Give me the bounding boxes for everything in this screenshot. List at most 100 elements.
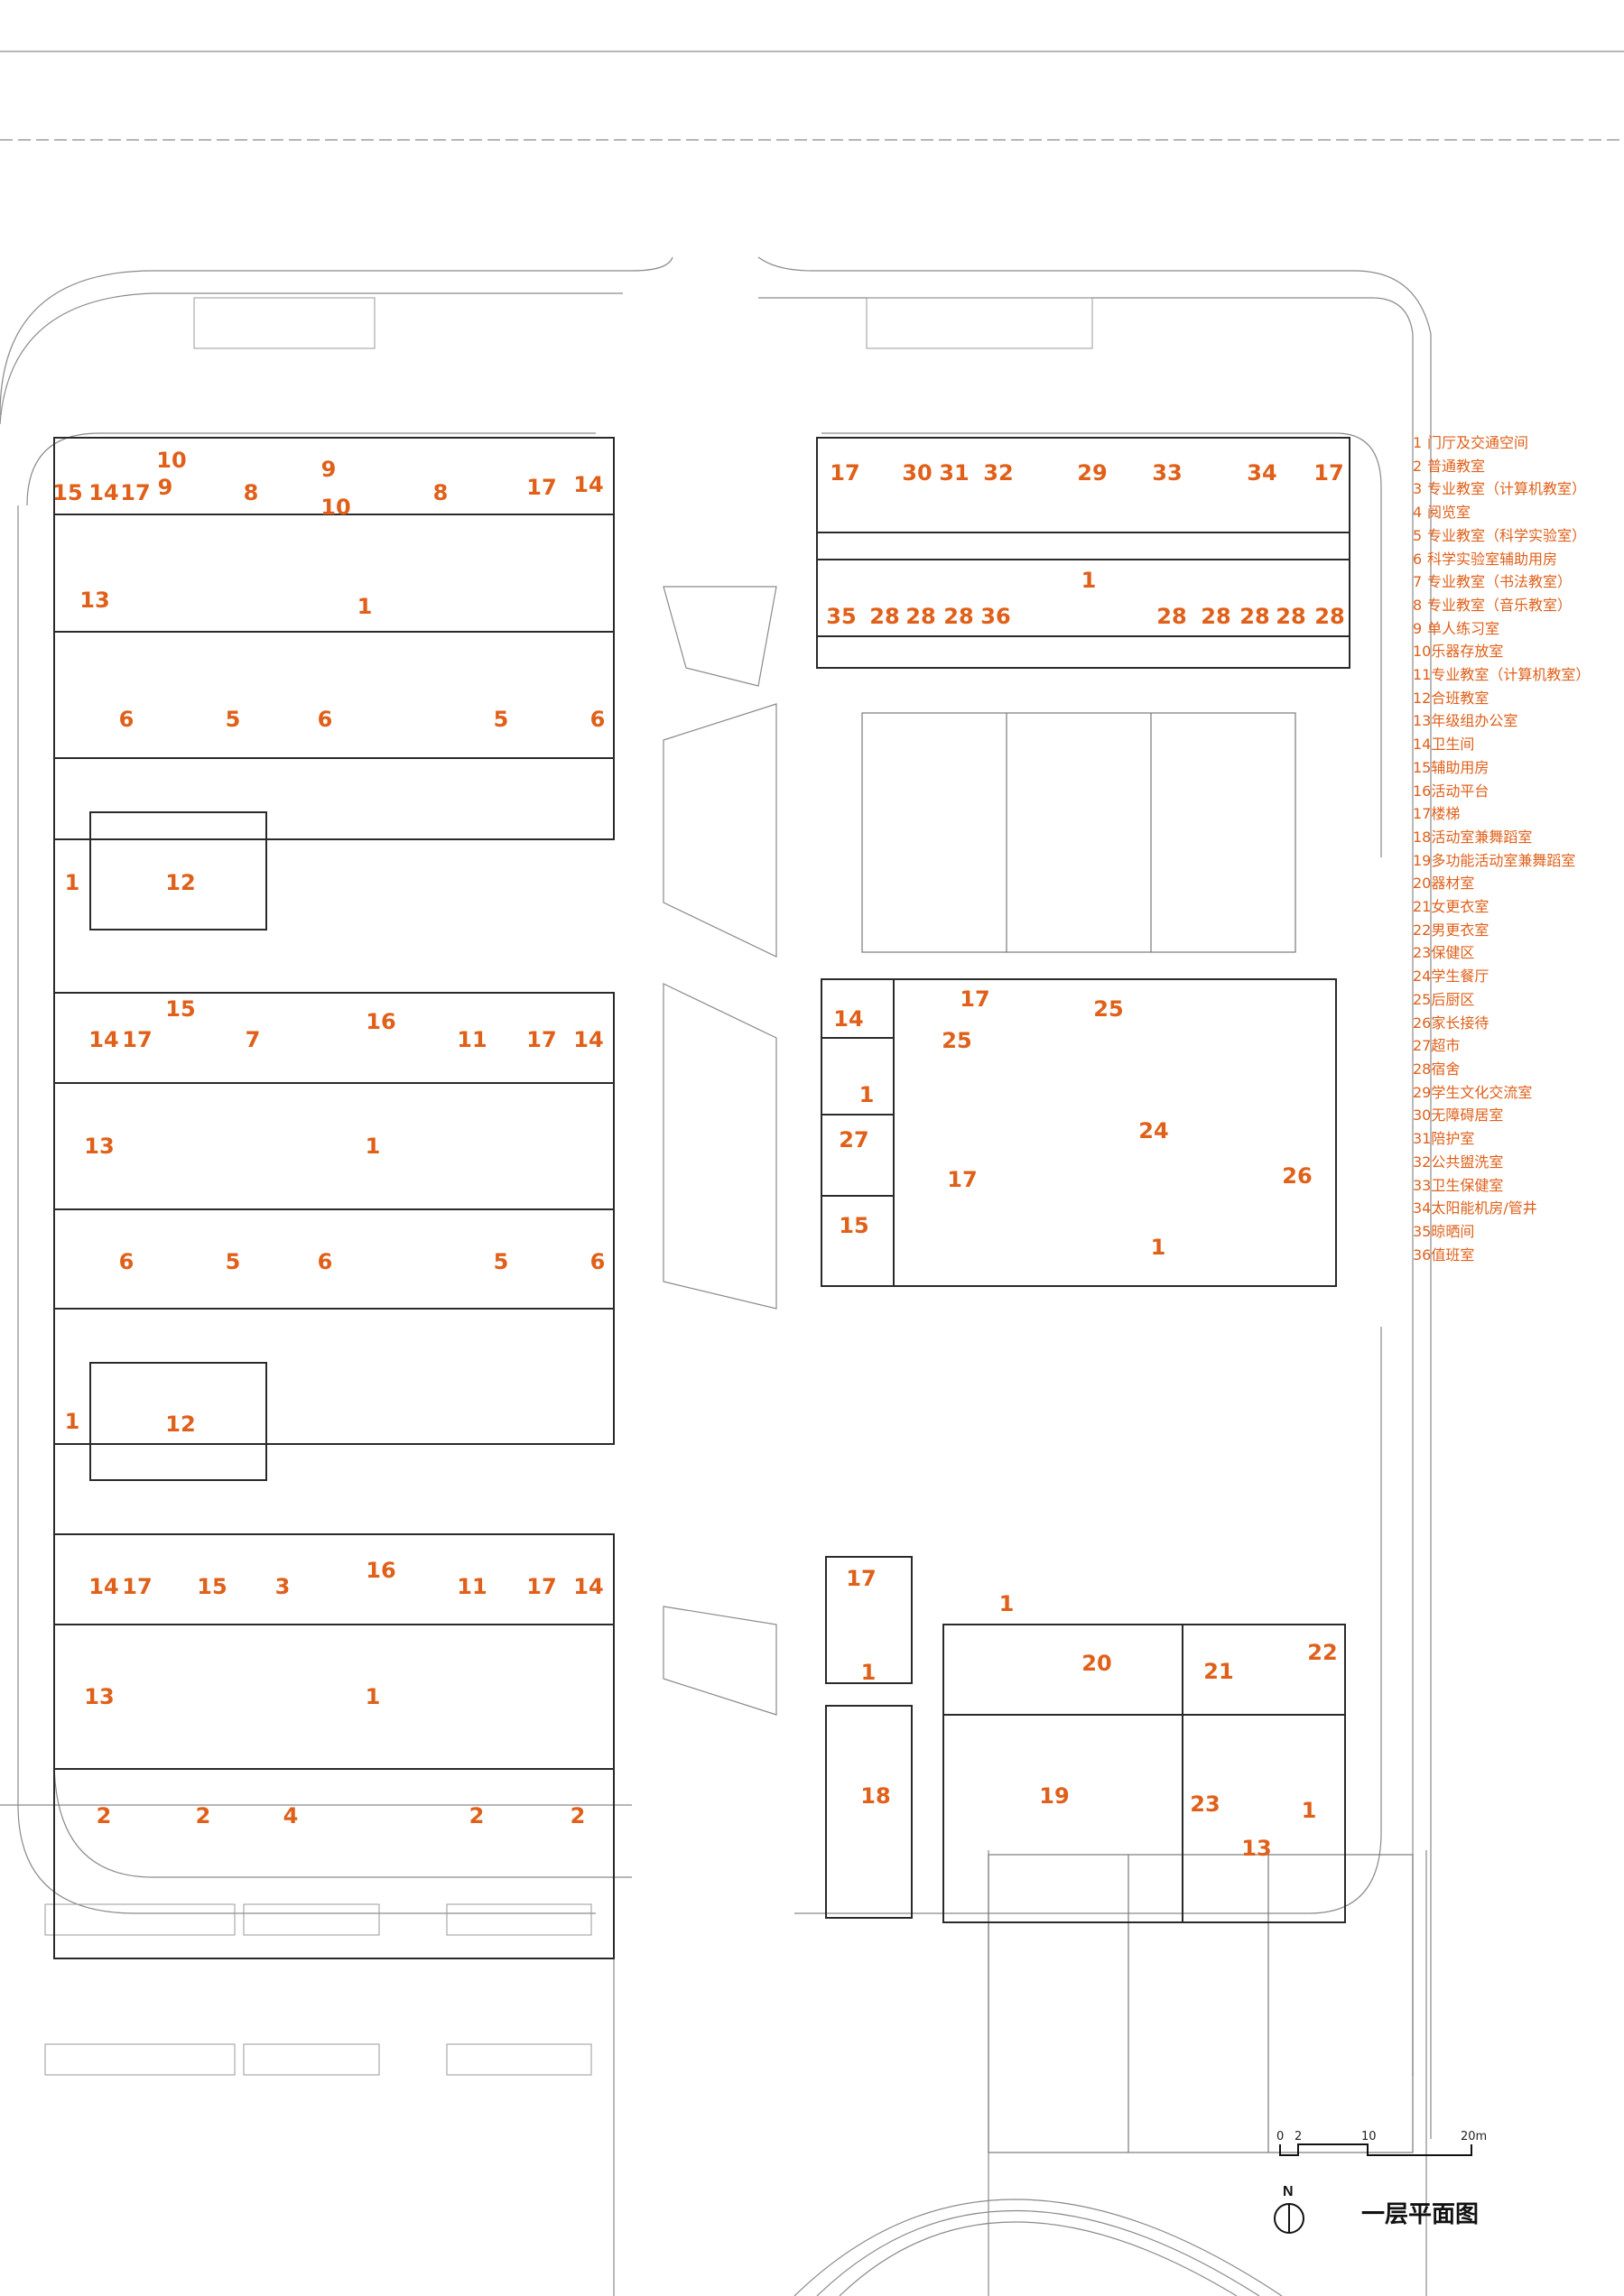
legend-text: 女更衣室 <box>1431 898 1489 916</box>
legend-number: 13 <box>1413 712 1432 730</box>
legend-item: 18 活动室兼舞蹈室 <box>1413 826 1616 849</box>
room-label-25: 25 <box>942 1028 971 1053</box>
legend-text: 晾晒间 <box>1431 1222 1475 1240</box>
room-label-9: 9 <box>158 475 173 500</box>
room-label-4: 4 <box>283 1803 299 1828</box>
legend-text: 多功能活动室兼舞蹈室 <box>1431 851 1576 869</box>
legend-text: 乐器存放室 <box>1431 643 1504 661</box>
room-label-13: 13 <box>1241 1836 1271 1861</box>
legend-number: 14 <box>1413 736 1432 754</box>
legend-item: 28 宿舍 <box>1413 1058 1616 1081</box>
legend-number: 32 <box>1413 1153 1432 1171</box>
legend-text: 后厨区 <box>1431 990 1475 1008</box>
legend-item: 25 后厨区 <box>1413 988 1616 1012</box>
legend-number: 19 <box>1413 851 1432 869</box>
room-label-22: 22 <box>1307 1640 1337 1665</box>
scale-bar <box>1279 2143 1472 2156</box>
room-label-15: 15 <box>839 1213 868 1238</box>
room-label-18: 18 <box>860 1783 890 1809</box>
room-label-11: 11 <box>457 1027 487 1052</box>
legend-text: 学生餐厅 <box>1431 967 1489 986</box>
scale-label-0: 0 <box>1276 2130 1285 2143</box>
room-label-16: 16 <box>366 1009 395 1034</box>
legend-item: 33 卫生保健室 <box>1413 1174 1616 1198</box>
legend-text: 活动平台 <box>1431 782 1489 800</box>
room-label-21: 21 <box>1203 1659 1233 1684</box>
legend-item: 6 科学实验室辅助用房 <box>1413 548 1616 571</box>
legend-number: 9 <box>1413 619 1423 637</box>
room-label-31: 31 <box>939 460 969 486</box>
legend-number: 6 <box>1413 550 1423 568</box>
legend-number: 10 <box>1413 643 1432 661</box>
room-label-10: 10 <box>320 495 350 520</box>
legend-number: 5 <box>1413 526 1423 544</box>
legend-item: 35 晾晒间 <box>1413 1220 1616 1244</box>
room-label-17: 17 <box>1313 460 1343 486</box>
legend-item: 12 合班教室 <box>1413 687 1616 710</box>
room-label-2: 2 <box>571 1803 586 1828</box>
room-label-17: 17 <box>120 480 150 505</box>
legend-number: 7 <box>1413 573 1423 591</box>
legend-text: 单人练习室 <box>1427 619 1500 637</box>
room-label-34: 34 <box>1247 460 1276 486</box>
room-label-17: 17 <box>526 475 556 500</box>
room-label-14: 14 <box>88 1574 118 1599</box>
room-label-5: 5 <box>226 1249 241 1274</box>
room-label-24: 24 <box>1138 1118 1168 1143</box>
room-label-7: 7 <box>246 1027 261 1052</box>
room-label-12: 12 <box>165 870 195 895</box>
legend-number: 11 <box>1413 666 1432 684</box>
legend-number: 4 <box>1413 504 1423 522</box>
room-label-20: 20 <box>1081 1651 1111 1676</box>
legend-text: 太阳能机房/管井 <box>1431 1199 1537 1217</box>
room-label-1: 1 <box>357 594 373 619</box>
room-label-11: 11 <box>457 1574 487 1599</box>
legend-text: 辅助用房 <box>1431 758 1489 776</box>
legend-item: 1 门厅及交通空间 <box>1413 431 1616 455</box>
legend-text: 科学实验室辅助用房 <box>1427 550 1558 568</box>
legend-number: 18 <box>1413 828 1432 846</box>
room-label-1: 1 <box>999 1591 1015 1616</box>
legend-text: 无障碍居室 <box>1431 1106 1504 1125</box>
legend-item: 11 专业教室（计算机教室） <box>1413 663 1616 687</box>
room-label-28: 28 <box>1201 604 1230 629</box>
room-label-17: 17 <box>830 460 859 486</box>
legend-item: 17 楼梯 <box>1413 802 1616 826</box>
legend-text: 普通教室 <box>1427 457 1486 475</box>
room-label-36: 36 <box>980 604 1010 629</box>
room-label-14: 14 <box>573 472 603 497</box>
room-label-12: 12 <box>165 1412 195 1437</box>
legend-item: 10 乐器存放室 <box>1413 640 1616 663</box>
legend-number: 21 <box>1413 898 1432 916</box>
room-label-1: 1 <box>366 1134 381 1159</box>
room-label-8: 8 <box>433 480 449 505</box>
legend-text: 阅览室 <box>1427 504 1471 522</box>
room-label-6: 6 <box>590 1249 606 1274</box>
room-label-28: 28 <box>905 604 935 629</box>
room-label-1: 1 <box>366 1684 381 1709</box>
room-label-1: 1 <box>861 1660 877 1685</box>
room-label-13: 13 <box>79 588 109 613</box>
room-label-6: 6 <box>590 707 606 732</box>
room-label-17: 17 <box>846 1566 876 1591</box>
room-label-14: 14 <box>88 1027 118 1052</box>
legend-number: 28 <box>1413 1060 1432 1078</box>
legend-number: 26 <box>1413 1014 1432 1032</box>
scale-label-20m: 20m <box>1461 2130 1488 2143</box>
room-label-10: 10 <box>156 448 186 473</box>
room-label-1: 1 <box>1302 1798 1317 1823</box>
room-label-28: 28 <box>869 604 899 629</box>
legend-text: 超市 <box>1431 1037 1461 1055</box>
legend-number: 22 <box>1413 921 1432 939</box>
room-label-17: 17 <box>122 1574 152 1599</box>
room-label-15: 15 <box>197 1574 227 1599</box>
room-label-1: 1 <box>1151 1235 1166 1260</box>
room-label-1: 1 <box>65 870 80 895</box>
legend-item: 32 公共盥洗室 <box>1413 1151 1616 1174</box>
room-label-15: 15 <box>52 480 82 505</box>
legend-item: 2 普通教室 <box>1413 455 1616 478</box>
room-label-2: 2 <box>97 1803 112 1828</box>
legend-item: 19 多功能活动室兼舞蹈室 <box>1413 849 1616 873</box>
